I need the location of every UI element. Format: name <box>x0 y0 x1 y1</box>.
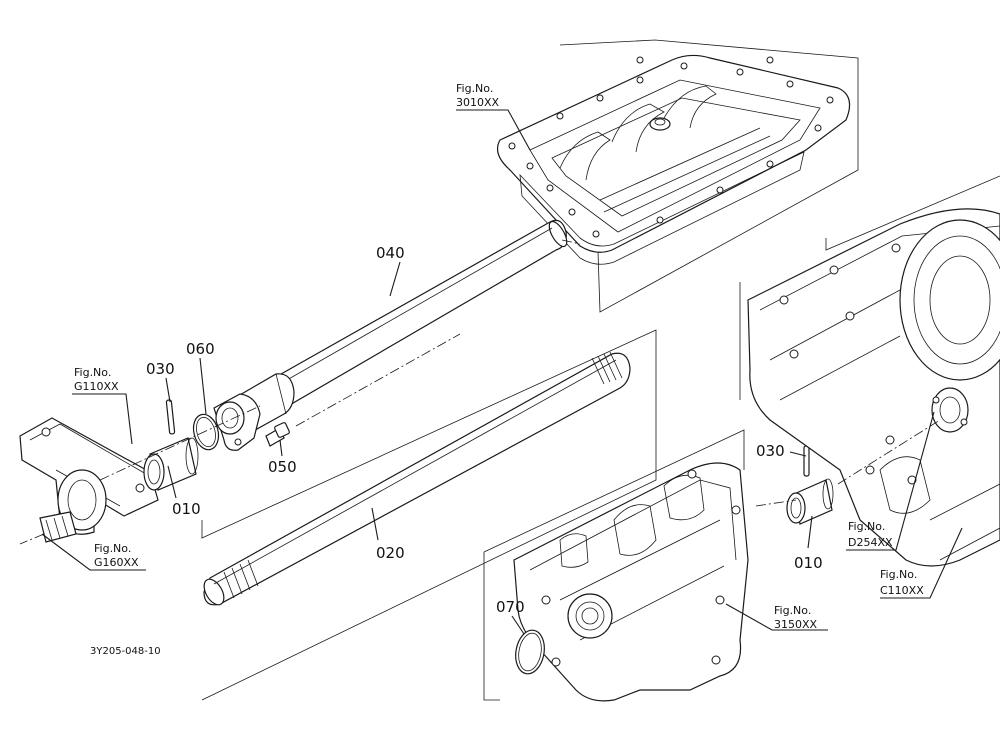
callout-060: 060 <box>186 340 215 358</box>
fig-ref-g160-prefix: Fig.No. <box>94 542 131 555</box>
shaft-020 <box>201 329 657 701</box>
fig-ref-g110-code: G110XX <box>74 380 119 393</box>
fig-ref-d254-prefix: Fig.No. <box>848 520 885 533</box>
figure-references: Fig.No. 3010XX Fig.No. G110XX Fig.No. G1… <box>74 82 924 631</box>
o-ring-070 <box>515 629 545 675</box>
drawing-code: 3Y205-048-10 <box>90 646 161 657</box>
fig-ref-d254-code: D254XX <box>848 536 893 549</box>
bolt-050 <box>265 422 290 447</box>
fig-ref-c110-code: C110XX <box>880 584 924 597</box>
pin-030-right <box>803 445 810 477</box>
callout-labels: 040 060 030 010 050 020 030 010 070 <box>146 244 823 616</box>
callout-020: 020 <box>376 544 405 562</box>
center-lines <box>19 239 941 545</box>
oil-pan-housing <box>497 39 859 313</box>
bushing-010-left-end <box>143 453 165 491</box>
left-small-parts <box>143 399 290 491</box>
callout-070: 070 <box>496 598 525 616</box>
callout-010-left: 010 <box>172 500 201 518</box>
fig-ref-3150-code: 3150XX <box>774 618 818 631</box>
callout-010-right: 010 <box>794 554 823 572</box>
bushing-010-right-end <box>786 492 806 524</box>
pin-030-left <box>165 399 176 435</box>
callout-040: 040 <box>376 244 405 262</box>
transmission-case <box>483 429 749 702</box>
fig-ref-3010-prefix: Fig.No. <box>456 82 493 95</box>
callout-030-left: 030 <box>146 360 175 378</box>
fig-ref-3150-prefix: Fig.No. <box>774 604 811 617</box>
left-bracket <box>19 417 159 543</box>
shaft-040 <box>213 219 568 451</box>
fig-ref-g160-code: G160XX <box>94 556 139 569</box>
callout-050: 050 <box>268 458 297 476</box>
callout-030-right: 030 <box>756 442 785 460</box>
fig-ref-3010-code: 3010XX <box>456 96 500 109</box>
fig-ref-g110-prefix: Fig.No. <box>74 366 111 379</box>
right-housing <box>739 175 1000 567</box>
leader-lines <box>41 109 963 635</box>
fig-ref-c110-prefix: Fig.No. <box>880 568 917 581</box>
